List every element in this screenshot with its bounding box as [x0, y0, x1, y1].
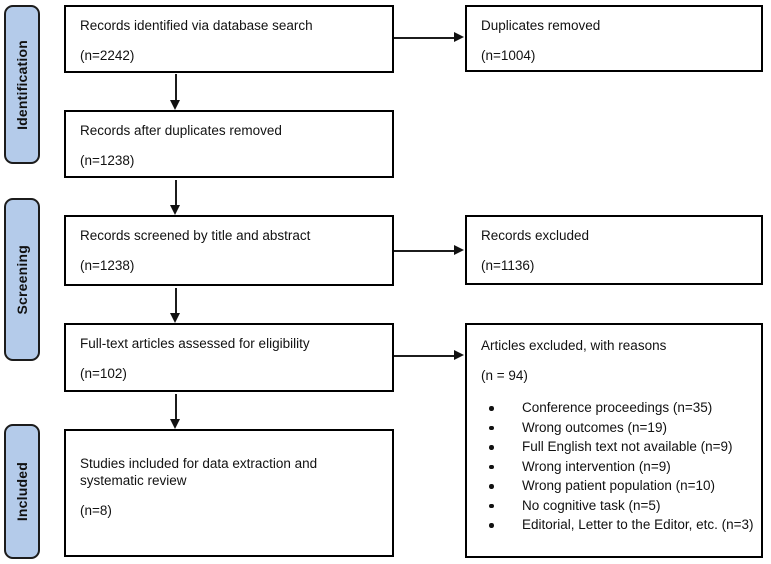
box-articles-excluded-count: (n = 94) [481, 368, 528, 383]
down-arrow-icon [171, 288, 179, 323]
box-studies-included-count: (n=8) [80, 503, 112, 518]
right-arrow-icon [394, 351, 464, 359]
box-studies-included: Studies included for data extraction and… [64, 429, 394, 557]
exclusion-reason: Full English text not available (n=9) [481, 437, 757, 457]
exclusion-reasons-list: Conference proceedings (n=35) Wrong outc… [481, 398, 757, 535]
box-articles-excluded: Articles excluded, with reasons (n = 94)… [465, 323, 763, 558]
exclusion-reason: Wrong outcomes (n=19) [481, 418, 757, 438]
box-duplicates-removed-label: Duplicates removed [481, 18, 601, 33]
stage-identification: Identification [4, 5, 40, 164]
box-articles-excluded-label: Articles excluded, with reasons [481, 338, 667, 353]
box-duplicates-removed-count: (n=1004) [481, 48, 536, 63]
exclusion-reason: Conference proceedings (n=35) [481, 398, 757, 418]
box-fulltext-assessed-count: (n=102) [80, 366, 127, 381]
stage-screening: Screening [4, 198, 40, 361]
box-records-identified-count: (n=2242) [80, 48, 135, 63]
stage-screening-label: Screening [14, 244, 30, 315]
exclusion-reason: Wrong intervention (n=9) [481, 457, 757, 477]
box-records-excluded-label: Records excluded [481, 228, 590, 243]
box-fulltext-assessed: Full-text articles assessed for eligibil… [64, 323, 394, 392]
stage-included: Included [4, 424, 40, 559]
exclusion-reason: No cognitive task (n=5) [481, 496, 757, 516]
stage-included-label: Included [14, 461, 30, 522]
box-fulltext-assessed-label: Full-text articles assessed for eligibil… [80, 336, 310, 351]
right-arrow-icon [394, 33, 464, 41]
box-records-after-duplicates-count: (n=1238) [80, 153, 135, 168]
box-records-screened: Records screened by title and abstract (… [64, 215, 394, 286]
box-records-excluded-count: (n=1136) [481, 258, 535, 273]
box-records-after-duplicates-label: Records after duplicates removed [80, 123, 282, 138]
box-records-identified-label: Records identified via database search [80, 18, 313, 33]
stage-identification-label: Identification [14, 39, 30, 130]
box-records-screened-count: (n=1238) [80, 258, 135, 273]
box-studies-included-label: Studies included for data extraction and… [80, 456, 318, 488]
down-arrow-icon [171, 180, 179, 215]
down-arrow-icon [171, 394, 179, 429]
box-duplicates-removed: Duplicates removed (n=1004) [465, 5, 763, 72]
box-records-screened-label: Records screened by title and abstract [80, 228, 311, 243]
right-arrow-icon [394, 246, 464, 254]
box-records-excluded: Records excluded (n=1136) [465, 215, 763, 285]
exclusion-reason: Wrong patient population (n=10) [481, 476, 757, 496]
exclusion-reason: Editorial, Letter to the Editor, etc. (n… [481, 515, 757, 535]
box-records-identified: Records identified via database search (… [64, 5, 394, 73]
box-records-after-duplicates: Records after duplicates removed (n=1238… [64, 110, 394, 178]
down-arrow-icon [171, 74, 179, 110]
